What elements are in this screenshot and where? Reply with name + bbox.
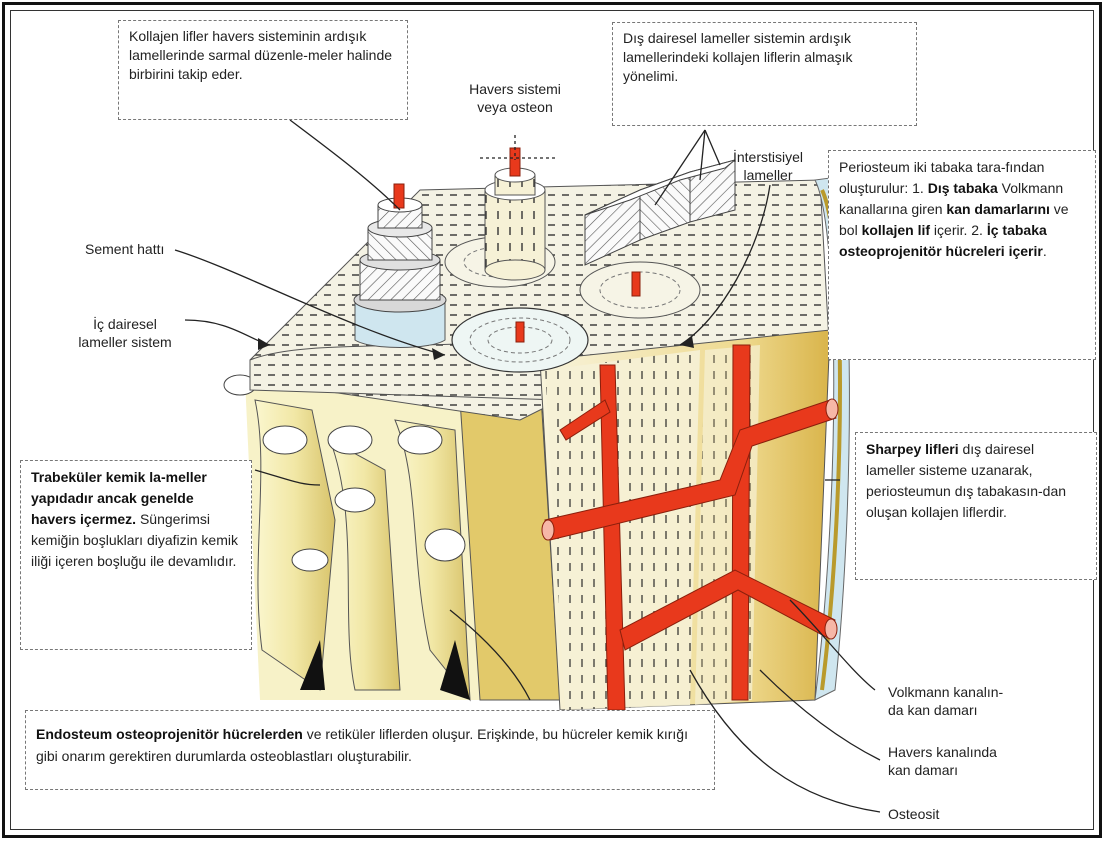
label-volkmann-line1: Volkmann kanalın- [888,683,1003,701]
endosteum-bold: Endosteum osteoprojenitör hücrelerden [36,726,303,742]
callout-periosteum: Periosteum iki tabaka tara-fından oluştu… [828,150,1096,360]
label-havers-system-line1: Havers sistemi [455,80,575,98]
label-osteocyte: Osteosit [888,805,939,823]
label-inner-lamellae-line1: İç dairesel [65,315,185,333]
label-interstitial-line1: İnterstisiyel [718,148,818,166]
label-inner-lamellae-line2: lameller sistem [65,333,185,351]
sharpey-bold: Sharpey lifleri [866,441,959,457]
label-havers-system-line2: veya osteon [455,98,575,116]
label-interstitial-line2: lameller [718,166,818,184]
label-interstitial-lamellae: İnterstisiyel lameller [718,148,818,184]
periosteum-b1: Dış tabaka [928,180,998,196]
periosteum-t5: . [1043,243,1047,259]
callout-collagen-spiral-text: Kollajen lifler havers sisteminin ardışı… [129,28,392,82]
label-cement-line: Sement hattı [85,240,164,258]
label-volkmann-line2: da kan damarı [888,701,1003,719]
periosteum-b2: kan damarlarını [946,201,1050,217]
callout-trabecular: Trabeküler kemik la-meller yapıdadır anc… [20,460,252,650]
label-havers-canal-vessel: Havers kanalında kan damarı [888,743,997,779]
label-havers-system: Havers sistemi veya osteon [455,80,575,116]
periosteum-t4: içerir. 2. [930,222,987,238]
callout-endosteum: Endosteum osteoprojenitör hücrelerden ve… [25,710,715,790]
label-volkmann-vessel: Volkmann kanalın- da kan damarı [888,683,1003,719]
havers-cylinder [485,148,545,280]
callout-sharpey: Sharpey lifleri dış dairesel lameller si… [855,432,1097,580]
label-havers-canal-line2: kan damarı [888,761,997,779]
callout-outer-lamellae-text: Dış dairesel lameller sistemin ardışık l… [623,30,853,84]
callout-outer-lamellae: Dış dairesel lameller sistemin ardışık l… [612,22,917,126]
label-havers-canal-line1: Havers kanalında [888,743,997,761]
periosteum-b3: kollajen lif [862,222,930,238]
callout-collagen-spiral: Kollajen lifler havers sisteminin ardışı… [118,20,408,120]
label-inner-lamellae: İç dairesel lameller sistem [65,315,185,351]
